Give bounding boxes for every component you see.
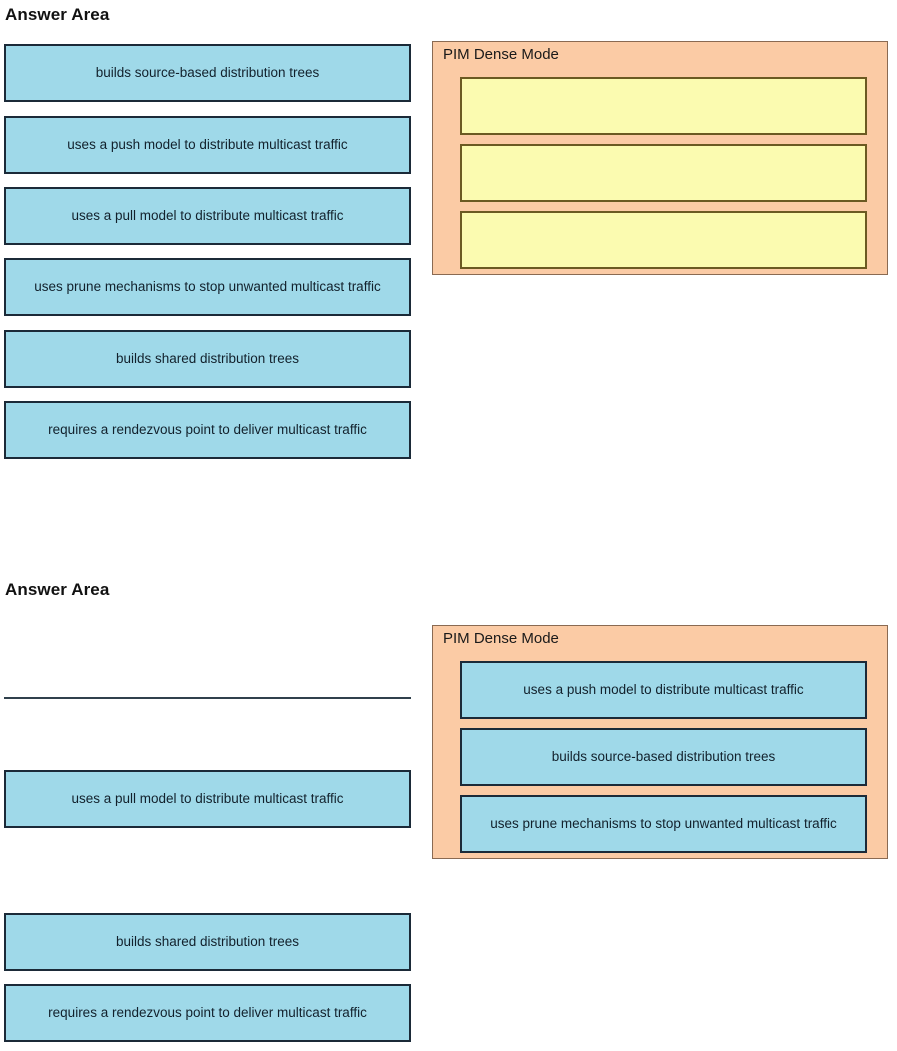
drop-slot-1-empty[interactable] xyxy=(460,77,867,135)
drop-slot-2-filled-source-based-trees[interactable]: builds source-based distribution trees xyxy=(460,728,867,786)
source-list-divider xyxy=(4,697,411,699)
draggable-tile-builds-shared-trees-remaining[interactable]: builds shared distribution trees xyxy=(4,913,411,971)
draggable-tile-rendezvous-point[interactable]: requires a rendezvous point to deliver m… xyxy=(4,401,411,459)
drop-panel-title-bottom: PIM Dense Mode xyxy=(443,630,559,647)
draggable-tile-pull-model[interactable]: uses a pull model to distribute multicas… xyxy=(4,187,411,245)
page-title-answer-area-bottom: Answer Area xyxy=(5,580,110,599)
drop-panel-title-top: PIM Dense Mode xyxy=(443,46,559,63)
draggable-tile-prune-mechanisms[interactable]: uses prune mechanisms to stop unwanted m… xyxy=(4,258,411,316)
drop-slot-2-empty[interactable] xyxy=(460,144,867,202)
draggable-tile-builds-source-based-trees[interactable]: builds source-based distribution trees xyxy=(4,44,411,102)
draggable-tile-rendezvous-point-remaining[interactable]: requires a rendezvous point to deliver m… xyxy=(4,984,411,1042)
page-title-answer-area-top: Answer Area xyxy=(5,5,110,24)
draggable-tile-push-model[interactable]: uses a push model to distribute multicas… xyxy=(4,116,411,174)
drop-slot-3-filled-prune-mechanisms[interactable]: uses prune mechanisms to stop unwanted m… xyxy=(460,795,867,853)
draggable-tile-pull-model-remaining[interactable]: uses a pull model to distribute multicas… xyxy=(4,770,411,828)
drop-panel-pim-dense-mode-top[interactable]: PIM Dense Mode xyxy=(432,41,888,275)
draggable-tile-builds-shared-trees[interactable]: builds shared distribution trees xyxy=(4,330,411,388)
drop-slot-3-empty[interactable] xyxy=(460,211,867,269)
drop-slot-1-filled-push-model[interactable]: uses a push model to distribute multicas… xyxy=(460,661,867,719)
drop-panel-pim-dense-mode-bottom[interactable]: PIM Dense Mode uses a push model to dist… xyxy=(432,625,888,859)
